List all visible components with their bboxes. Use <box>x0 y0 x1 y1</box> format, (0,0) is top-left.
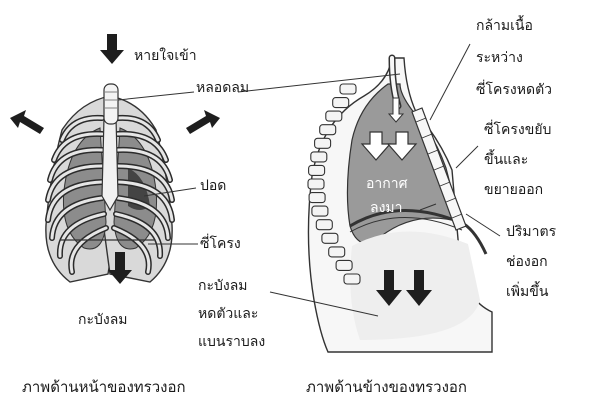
label-intercostal-line1: กล้ามเนื้อ <box>476 18 533 35</box>
label-lung: ปอด <box>200 178 226 195</box>
label-ribs-move-line1: ซี่โครงขยับ <box>484 122 551 139</box>
label-volume-line3: เพิ่มขึ้น <box>506 284 548 301</box>
label-air-line1: อากาศ <box>366 176 408 193</box>
label-ribs: ซี่โครง <box>200 236 241 253</box>
label-ribs-move-line2: ขึ้นและ <box>484 152 528 169</box>
label-diaphragm-side-line1: กะบังลม <box>198 278 248 295</box>
caption-front-view: ภาพด้านหน้าของทรวงอก <box>22 378 186 396</box>
label-trachea: หลอดลม <box>196 80 249 97</box>
vertebra <box>311 152 327 162</box>
label-diaphragm-front: กะบังลม <box>78 312 128 329</box>
vertebra <box>344 274 360 284</box>
label-intercostal-line3: ซี่โครงหดตัว <box>476 82 552 99</box>
vertebra <box>315 138 331 148</box>
expand-right-arrow-icon <box>186 110 220 134</box>
vertebra <box>308 179 324 189</box>
vertebra <box>320 125 336 135</box>
label-intercostal-line2: ระหว่าง <box>476 50 523 67</box>
inhale-arrow-icon <box>100 34 124 64</box>
vertebra <box>309 165 325 175</box>
label-volume-line2: ช่องอก <box>506 254 548 271</box>
vertebra <box>333 98 349 108</box>
vertebra <box>329 247 345 257</box>
vertebra <box>340 84 356 94</box>
label-air-line2: ลงมา <box>370 200 403 217</box>
front-view-ribcage <box>46 84 172 282</box>
vertebra <box>336 260 352 270</box>
vertebra <box>326 111 342 121</box>
label-diaphragm-side-line2: หดตัวและ <box>198 306 258 323</box>
label-ribs-move-line3: ขยายออก <box>484 182 543 199</box>
label-volume-line1: ปริมาตร <box>506 224 556 241</box>
vertebra <box>312 206 328 216</box>
expand-left-arrow-icon <box>10 110 44 134</box>
caption-side-view: ภาพด้านข้างของทรวงอก <box>306 378 467 396</box>
vertebra <box>322 233 338 243</box>
vertebra <box>309 193 325 203</box>
label-diaphragm-side-line3: แบนราบลง <box>198 334 265 351</box>
label-inhale: หายใจเข้า <box>134 48 197 65</box>
vertebra <box>316 220 332 230</box>
